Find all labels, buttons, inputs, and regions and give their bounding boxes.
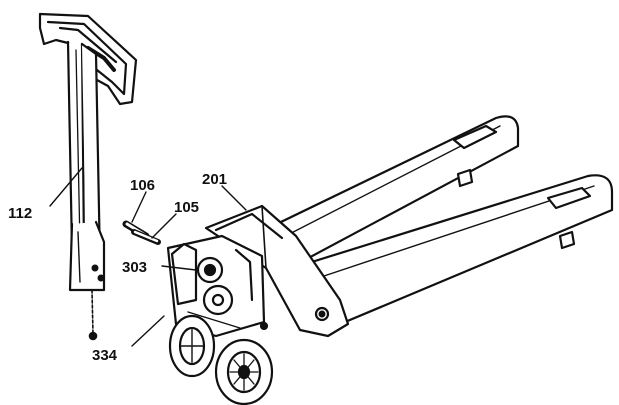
part-labels: 112 106 105 201 303 334 [8,171,227,364]
steer-wheel-left [168,314,216,378]
fork-left-slot [452,124,498,150]
release-chain [91,289,94,335]
handle-assembly [38,12,138,341]
leader-112 [49,167,83,207]
fork-left [250,115,520,272]
label-334: 334 [92,347,118,364]
leader-303 [161,265,197,271]
leader-105 [151,213,177,239]
fork-right [284,174,614,332]
label-112: 112 [8,205,32,222]
leader-lines [49,167,247,347]
leader-201 [221,185,247,211]
fork-right-slot [546,186,592,210]
steer-wheel-right [214,338,274,405]
chassis-frame [204,204,350,338]
label-106: 106 [130,177,155,194]
label-201: 201 [202,171,227,188]
leader-334 [131,315,165,347]
label-105: 105 [174,199,199,216]
label-303: 303 [122,259,147,276]
pump-housing [170,242,198,306]
pump-assembly [166,234,269,338]
release-knob [88,331,98,341]
pin-105 [131,229,161,245]
leader-106 [131,191,147,223]
